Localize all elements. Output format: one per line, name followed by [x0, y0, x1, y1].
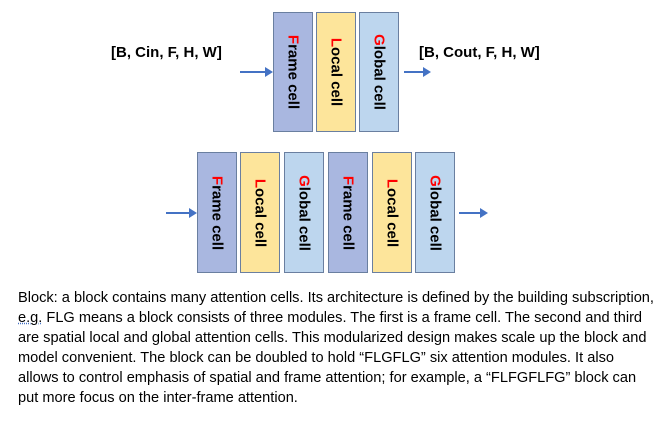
- bottom-global-cell-2-label: Global cell: [426, 174, 444, 251]
- top-local-cell-label: Local cell: [327, 37, 345, 107]
- top-output-shape: [B, Cout, F, H, W]: [419, 44, 540, 61]
- bottom-global-cell-1: Global cell: [284, 152, 324, 273]
- bottom-global-cell-1-label: Global cell: [295, 174, 313, 251]
- bottom-local-cell-2-label: Local cell: [383, 178, 401, 247]
- top-output-arrow: [404, 67, 431, 77]
- bottom-output-arrow: [459, 208, 488, 218]
- bottom-global-cell-2: Global cell: [415, 152, 455, 273]
- bottom-local-cell-2: Local cell: [372, 152, 412, 273]
- bottom-frame-cell-2: Frame cell: [328, 152, 368, 273]
- bottom-frame-cell-1: Frame cell: [197, 152, 237, 273]
- bottom-input-arrow: [166, 208, 197, 218]
- top-global-cell-label: Global cell: [370, 34, 388, 110]
- top-local-cell: Local cell: [316, 12, 356, 132]
- top-input-arrow: [240, 67, 273, 77]
- bottom-frame-cell-1-label: Frame cell: [208, 175, 226, 250]
- bottom-local-cell-1: Local cell: [240, 152, 280, 273]
- top-frame-cell: Frame cell: [273, 12, 313, 132]
- top-input-shape: [B, Cin, F, H, W]: [111, 44, 222, 61]
- bottom-local-cell-1-label: Local cell: [251, 178, 269, 247]
- bottom-frame-cell-2-label: Frame cell: [339, 175, 357, 250]
- top-global-cell: Global cell: [359, 12, 399, 132]
- block-description: Block: a block contains many attention c…: [18, 290, 654, 406]
- top-frame-cell-label: Frame cell: [284, 34, 302, 110]
